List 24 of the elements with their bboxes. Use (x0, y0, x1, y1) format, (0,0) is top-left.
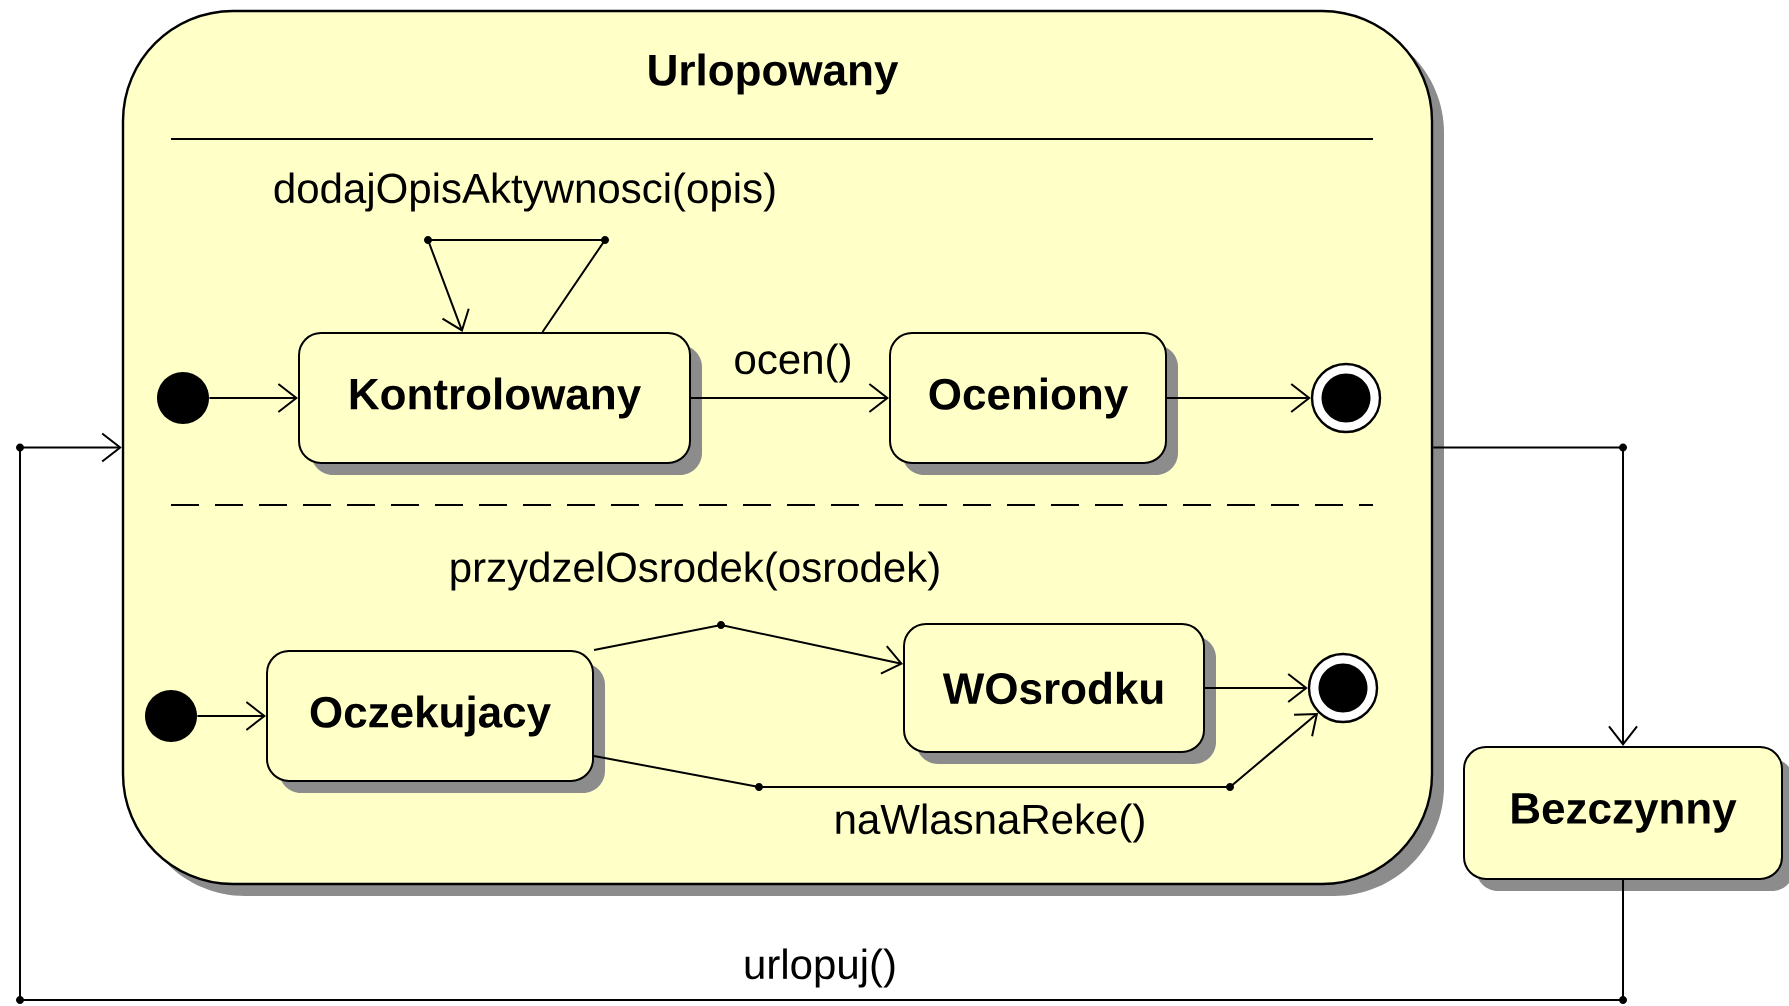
edge-label: przydzelOsrodek(osrodek) (451, 551, 939, 591)
transition-arrow (1432, 443, 1638, 746)
state-box: Oceniony (889, 332, 1178, 475)
transition-arrow (593, 712, 1319, 791)
transition-arrow (690, 383, 889, 413)
transition-arrow (196, 701, 266, 731)
edge-label: naWlasnaReke() (836, 803, 1144, 843)
state-box: Bezczynny (1463, 746, 1789, 891)
final-state (1307, 652, 1379, 724)
transition-arrow (1166, 383, 1311, 413)
transition-arrow (424, 236, 609, 333)
transition-arrow (1204, 673, 1308, 703)
state-box: Oczekujacy (266, 650, 605, 793)
state-box: WOsrodku (903, 623, 1216, 764)
transition-arrow (16, 432, 1627, 1004)
edge-label: dodajOpisAktywnosci(opis) (274, 172, 775, 212)
edge-label: ocen() (735, 343, 850, 383)
final-state (1310, 362, 1382, 434)
state-box: Kontrolowany (298, 332, 702, 475)
edge-label: urlopuj() (745, 948, 895, 988)
initial-state (157, 372, 209, 424)
transition-arrow (593, 621, 903, 675)
initial-state (145, 690, 197, 742)
transition-arrow (208, 383, 298, 413)
